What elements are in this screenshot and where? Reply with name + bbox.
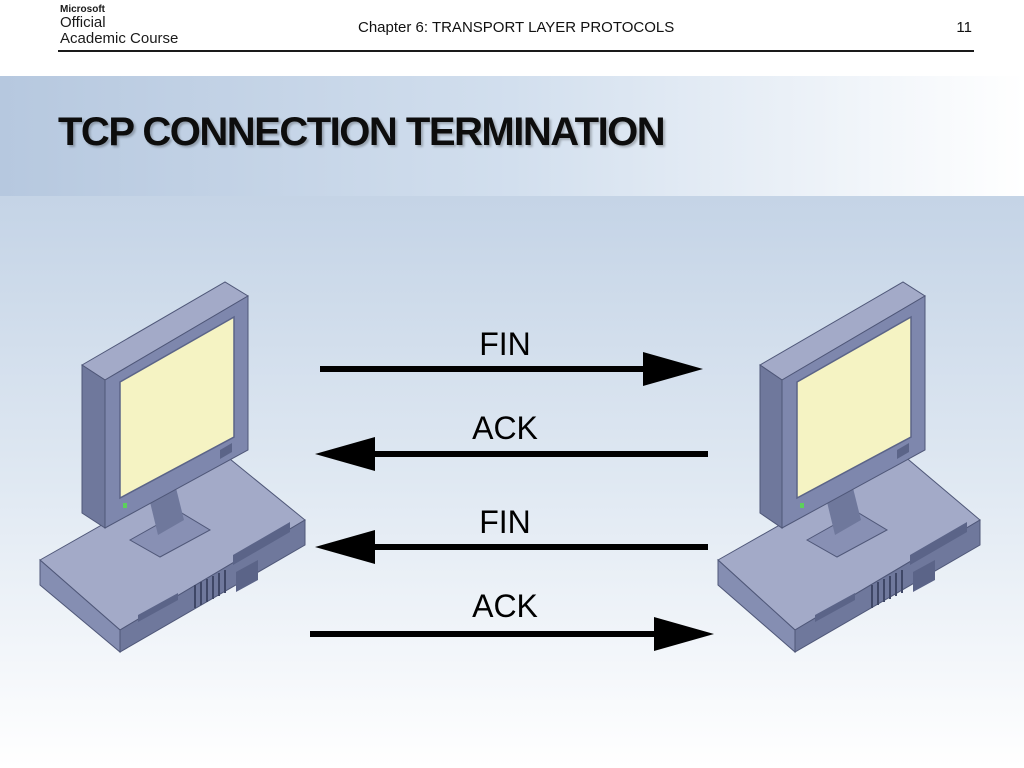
arrow-fin-2	[315, 530, 708, 564]
chapter-title: Chapter 6: TRANSPORT LAYER PROTOCOLS	[358, 19, 675, 36]
microsoft-official-academic-course-logo: Microsoft Official Academic Course	[60, 4, 178, 47]
slide-title: TCP CONNECTION TERMINATION	[58, 110, 666, 154]
arrow-fin-1	[320, 352, 703, 386]
right-computer-icon	[717, 281, 981, 654]
logo-official-text: Official	[60, 14, 106, 31]
logo-microsoft-text: Microsoft	[60, 4, 105, 15]
slide-header: Microsoft Official Academic Course Chapt…	[0, 0, 1024, 76]
message-label-ack-2: ACK	[472, 588, 538, 624]
title-band	[0, 76, 1024, 196]
page-number: 11	[956, 19, 972, 36]
header-divider	[58, 50, 974, 52]
message-label-ack-1: ACK	[472, 410, 538, 446]
message-label-fin-2: FIN	[479, 504, 531, 540]
message-label-fin-1: FIN	[479, 326, 531, 362]
left-computer-icon	[39, 281, 306, 654]
arrow-ack-1	[315, 437, 708, 471]
logo-academic-course-text: Academic Course	[60, 30, 179, 47]
arrow-ack-2	[310, 617, 714, 651]
